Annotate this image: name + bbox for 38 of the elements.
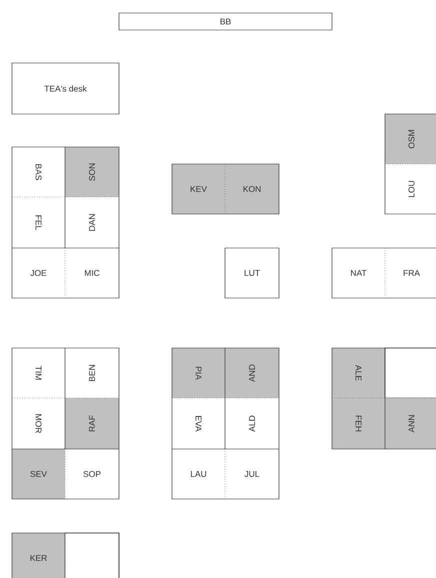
seat: FRA xyxy=(404,270,420,276)
seat: SON xyxy=(65,147,119,197)
node-label: ANN xyxy=(408,415,414,432)
seat: BAS xyxy=(36,164,42,180)
teacher-desk: TEA's desk xyxy=(12,62,120,114)
seat: ALD xyxy=(249,416,255,432)
seat: LAU xyxy=(190,471,206,477)
seat: JOE xyxy=(30,270,46,276)
node-label: KEV xyxy=(190,186,207,192)
seat: SEV xyxy=(12,449,65,499)
node-label: FEH xyxy=(356,416,362,432)
seat: ANN xyxy=(385,398,436,449)
seat: AND xyxy=(225,348,279,398)
seat: RAF xyxy=(65,398,119,449)
seat: MIC xyxy=(84,270,100,276)
seat: NAT xyxy=(351,270,366,276)
seat: SOP xyxy=(83,471,100,477)
seat: MOR xyxy=(36,414,42,433)
seat: KER xyxy=(12,533,65,578)
seat: FEL xyxy=(36,215,42,230)
seat: OSM xyxy=(385,114,436,164)
seat: FEH xyxy=(332,398,385,449)
seat: PIA xyxy=(172,348,225,398)
seat: BEN xyxy=(89,365,95,382)
seat: LOU xyxy=(408,180,414,198)
seat: LUT xyxy=(244,270,260,276)
seat: JUL xyxy=(244,471,260,477)
node-label: PIA xyxy=(196,366,202,380)
seat: DAN xyxy=(89,214,95,231)
seat: EVA xyxy=(196,416,202,432)
board-box: BB xyxy=(118,12,332,30)
seat: KON xyxy=(225,164,279,214)
node-label: ALE xyxy=(356,365,362,381)
node-label: AND xyxy=(249,364,255,382)
seat: ALE xyxy=(332,348,385,398)
node-label: KON xyxy=(244,186,260,192)
seat: KEV xyxy=(172,164,225,214)
seat: TIM xyxy=(36,366,42,380)
